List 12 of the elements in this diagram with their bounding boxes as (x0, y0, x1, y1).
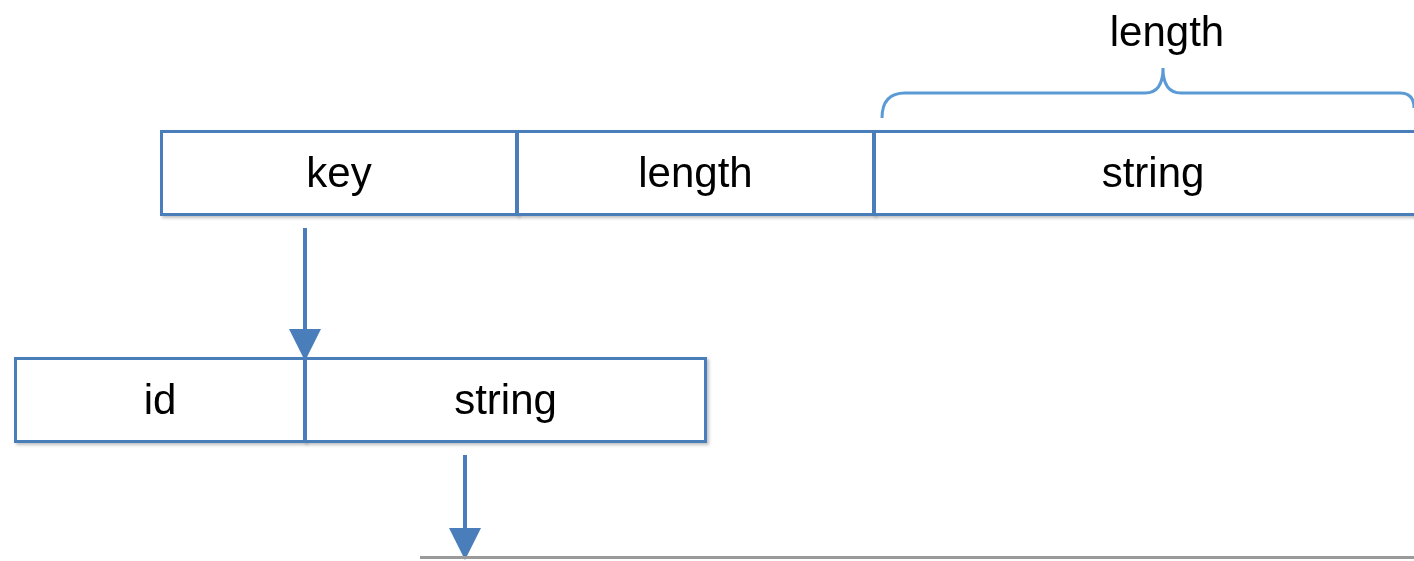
field-box (516, 130, 875, 216)
field-box (873, 130, 1414, 216)
baseline-bar (420, 556, 1414, 559)
field-label: string (1101, 152, 1205, 194)
brace-label: length (1108, 7, 1226, 57)
field-box (14, 357, 306, 443)
field-label: string (454, 379, 557, 421)
field-label: key (306, 152, 372, 194)
field-label: id (143, 379, 177, 421)
field-box (304, 357, 707, 443)
field-box (160, 130, 518, 216)
field-label: length (638, 152, 753, 194)
